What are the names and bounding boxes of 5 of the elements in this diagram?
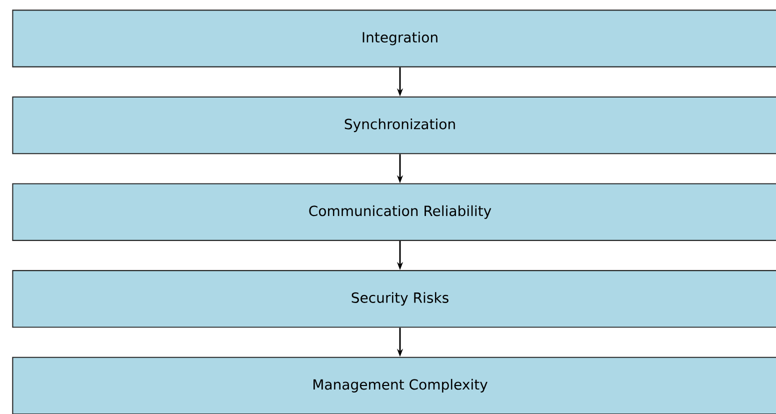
process-box: Management Complexity: [12, 356, 776, 414]
process-box: Integration: [12, 10, 776, 68]
process-box: Security Risks: [12, 270, 776, 328]
process-box: Communication Reliability: [12, 183, 776, 241]
process-box: Synchronization: [12, 96, 776, 154]
